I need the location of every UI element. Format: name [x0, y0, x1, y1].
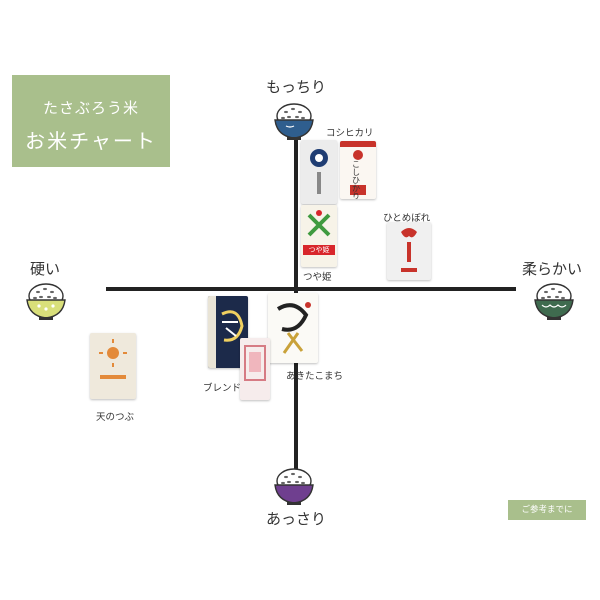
horizontal-axis — [106, 287, 516, 291]
rice-bowl-icon-right — [534, 283, 574, 320]
bag-x-logo-icon — [307, 210, 331, 237]
rice-bag-blend — [208, 296, 248, 368]
axis-label-left: 硬い — [30, 260, 61, 278]
rice-bag-koshihikari-red: こしひかり — [340, 141, 376, 199]
axis-label-top: もっちり — [266, 78, 327, 96]
rice-bag-koshihikari-white — [301, 140, 337, 204]
rice-bag-tsuyahime: つや姫 — [301, 205, 337, 267]
rice-bag-pink — [240, 338, 270, 400]
brand-name: たさぶろう米 — [42, 99, 139, 117]
label-hitomebore: ひとめぼれ — [383, 213, 431, 224]
rice-bowl-icon-bottom — [274, 468, 314, 505]
label-koshihikari: コシヒカリ — [326, 128, 374, 139]
bag-emblem-icon — [310, 149, 328, 194]
bag-crest-icon — [401, 228, 417, 272]
bag-calligraphy-icon — [208, 296, 244, 368]
bag-pattern-icon — [244, 345, 266, 381]
label-akitakomachi: あきたこまち — [286, 371, 344, 382]
bag-text-koshihikari: こしひかり — [352, 160, 360, 200]
axis-label-bottom: あっさり — [266, 510, 327, 528]
axis-label-right: 柔らかい — [522, 260, 583, 278]
label-blend: ブレンド — [203, 383, 242, 394]
bag-logo-icon — [350, 150, 366, 195]
rice-bowl-icon-left — [26, 283, 66, 320]
bag-brush-icon — [276, 302, 311, 354]
title-box: たさぶろう米 お米チャート — [12, 75, 170, 167]
label-tennotsubu: 天のつぶ — [96, 412, 135, 423]
rice-bowl-icon-top — [274, 103, 314, 140]
chart-title: お米チャート — [25, 129, 157, 153]
rice-bag-hitomebore — [387, 222, 431, 280]
bag-sun-icon — [99, 339, 127, 379]
rice-bag-akitakomachi — [268, 293, 318, 363]
bag-text-tsuyahime: つや姫 — [303, 245, 335, 255]
label-tsuyahime: つや姫 — [303, 272, 332, 283]
rice-bag-tennotsubu — [90, 333, 136, 399]
reference-note: ご参考までに — [508, 500, 586, 520]
